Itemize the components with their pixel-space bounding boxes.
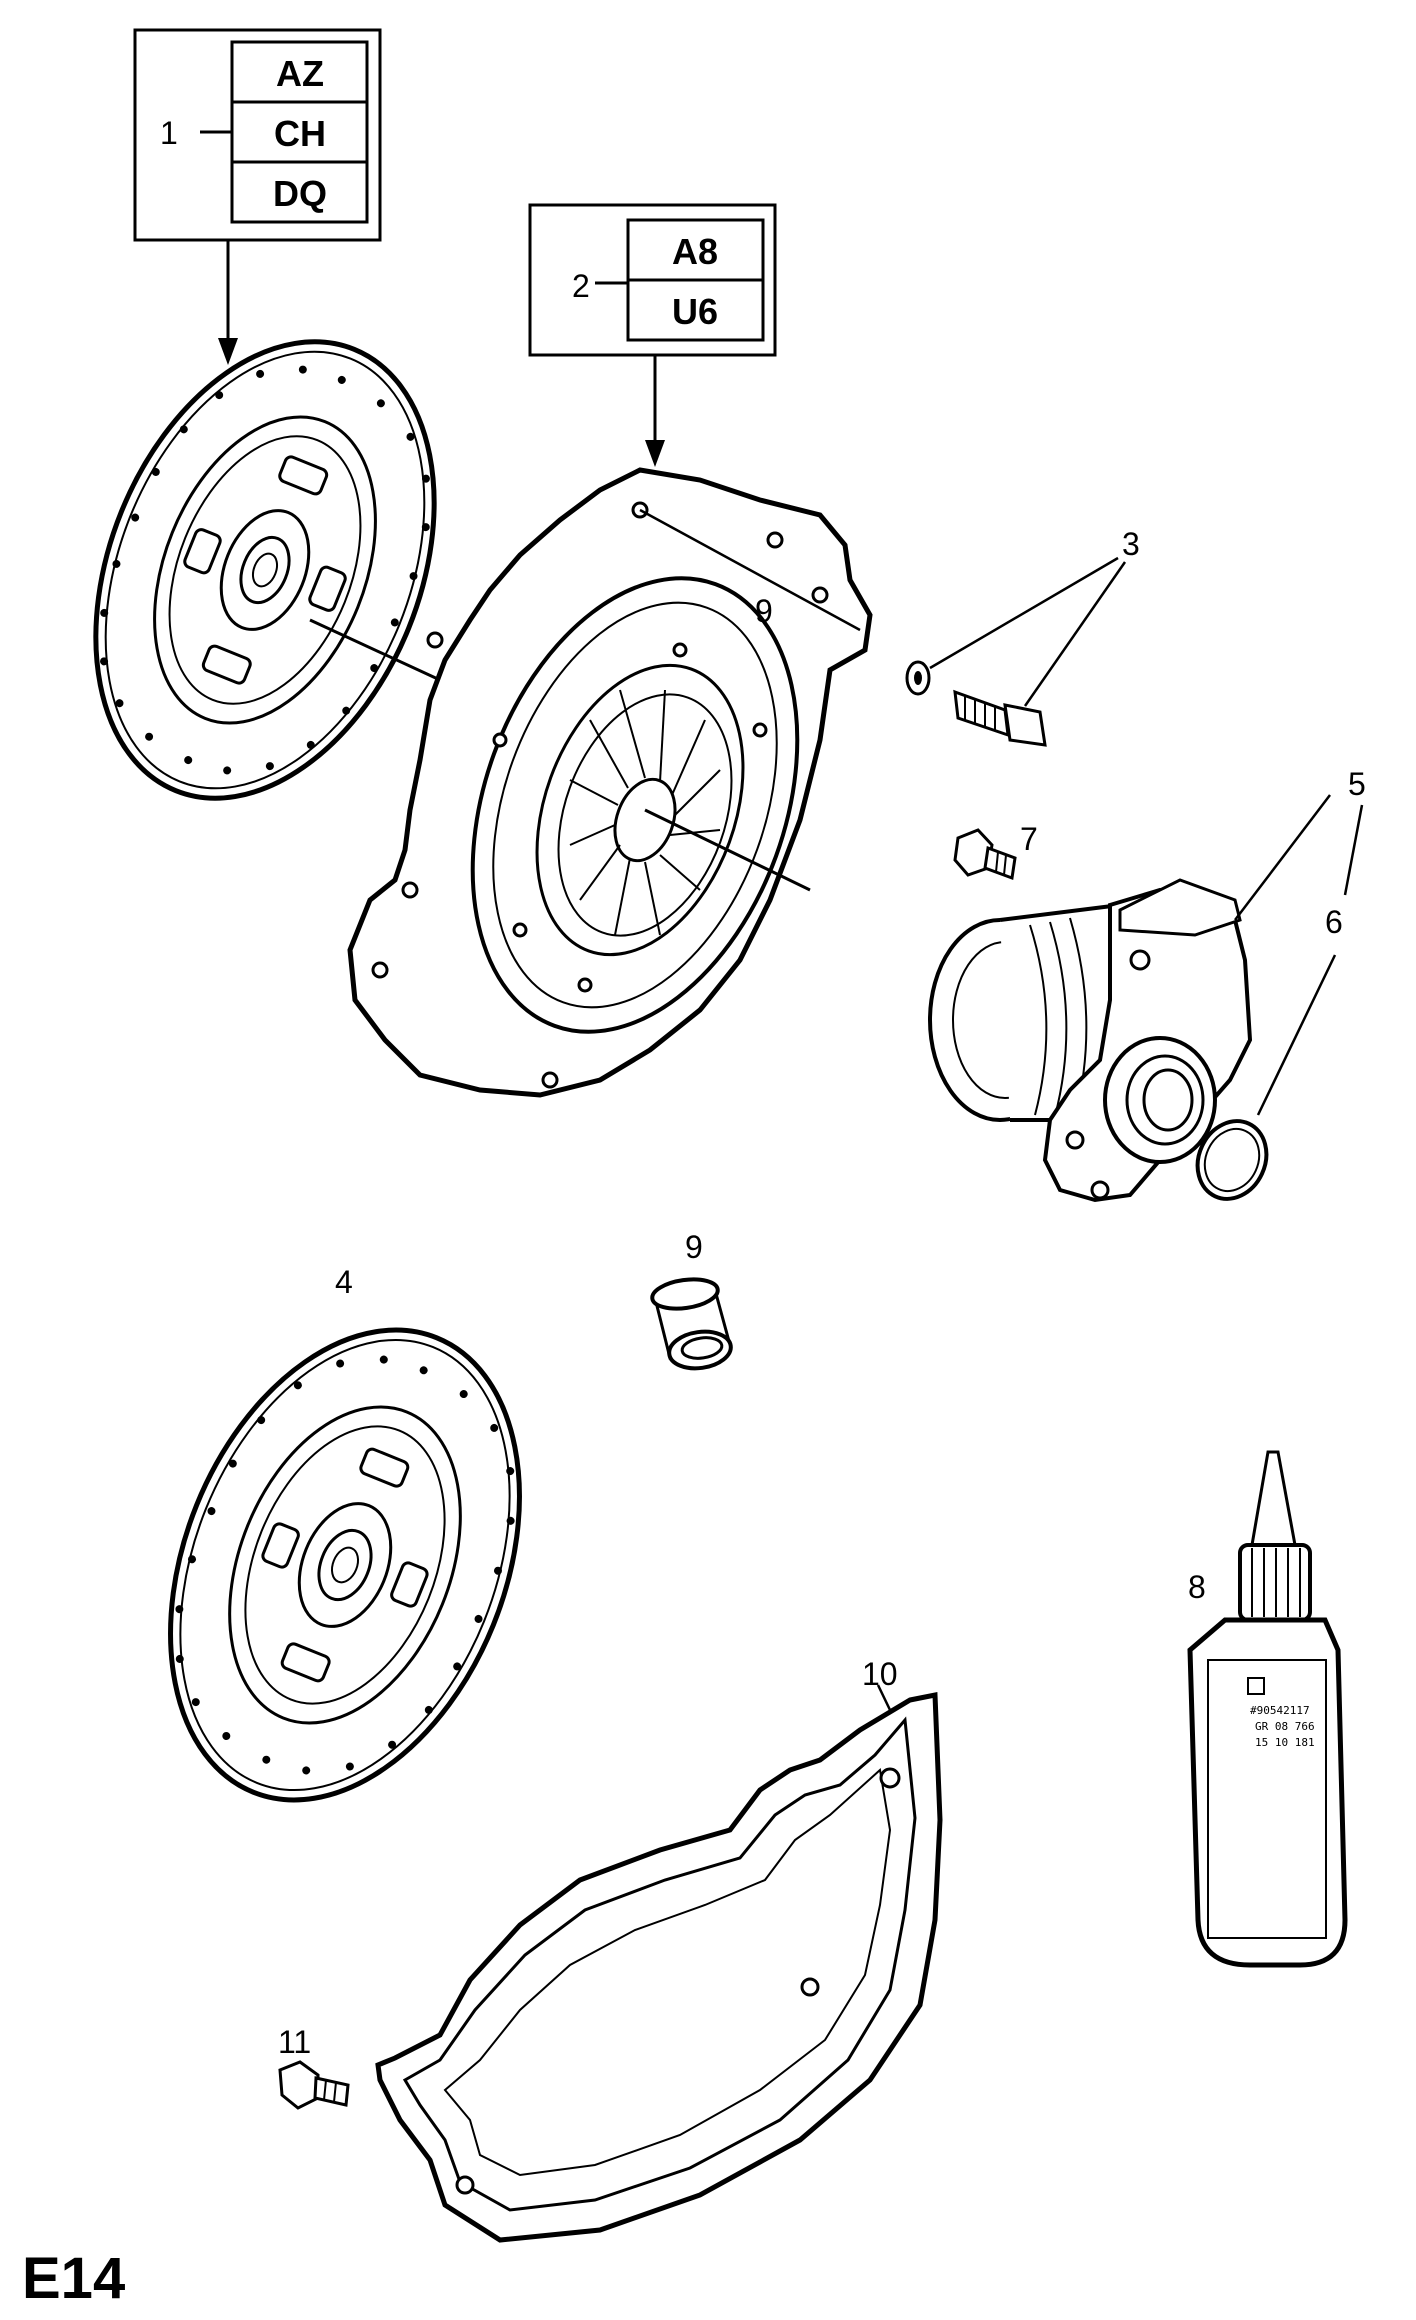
bottle-label-line-1: #90542117: [1250, 1704, 1310, 1717]
bolt-with-washer: [905, 556, 1127, 747]
callout-6: 6: [1325, 904, 1343, 940]
grease-bottle: #90542117 GR 08 766 15 10 181: [1187, 1450, 1348, 1968]
callout-5: 5: [1348, 766, 1366, 802]
callout-3: 3: [1122, 526, 1140, 562]
clutch-disc-upper: [93, 339, 441, 801]
cover-plate: [375, 1684, 943, 2243]
callout-9-upper: 9: [755, 593, 773, 629]
clutch-disc-lower: [168, 1327, 522, 1803]
pressure-plate: [347, 467, 873, 1098]
callout-7: 7: [1020, 821, 1038, 857]
codebox-1: 1 AZ CH DQ: [133, 28, 382, 365]
callout-8: 8: [1188, 1569, 1206, 1605]
codebox-2: 2 A8 U6: [528, 203, 777, 467]
sheet-id: E14: [22, 2246, 125, 2311]
codebox-1-code-1: AZ: [276, 53, 324, 94]
bottle-label-line-3: 15 10 181: [1255, 1736, 1315, 1749]
callout-4: 4: [335, 1264, 353, 1300]
release-bearing-cylinder: [928, 794, 1331, 1203]
small-bolt: [953, 828, 1017, 881]
codebox-1-code-3: DQ: [273, 173, 327, 214]
codebox-1-code-2: CH: [274, 113, 326, 154]
codebox-1-item-number: 1: [160, 115, 178, 151]
codebox-2-code-2: U6: [672, 291, 718, 332]
callout-11: 11: [278, 2024, 311, 2060]
pilot-bushing: [650, 1277, 733, 1371]
cover-bolt: [278, 2060, 350, 2110]
codebox-2-code-1: A8: [672, 231, 718, 272]
bottle-label-line-2: GR 08 766: [1255, 1720, 1315, 1733]
callout-10: 10: [862, 1656, 898, 1692]
codebox-2-item-number: 2: [572, 268, 590, 304]
seal-ring: [1195, 804, 1364, 1201]
callout-9-lower: 9: [685, 1229, 703, 1265]
